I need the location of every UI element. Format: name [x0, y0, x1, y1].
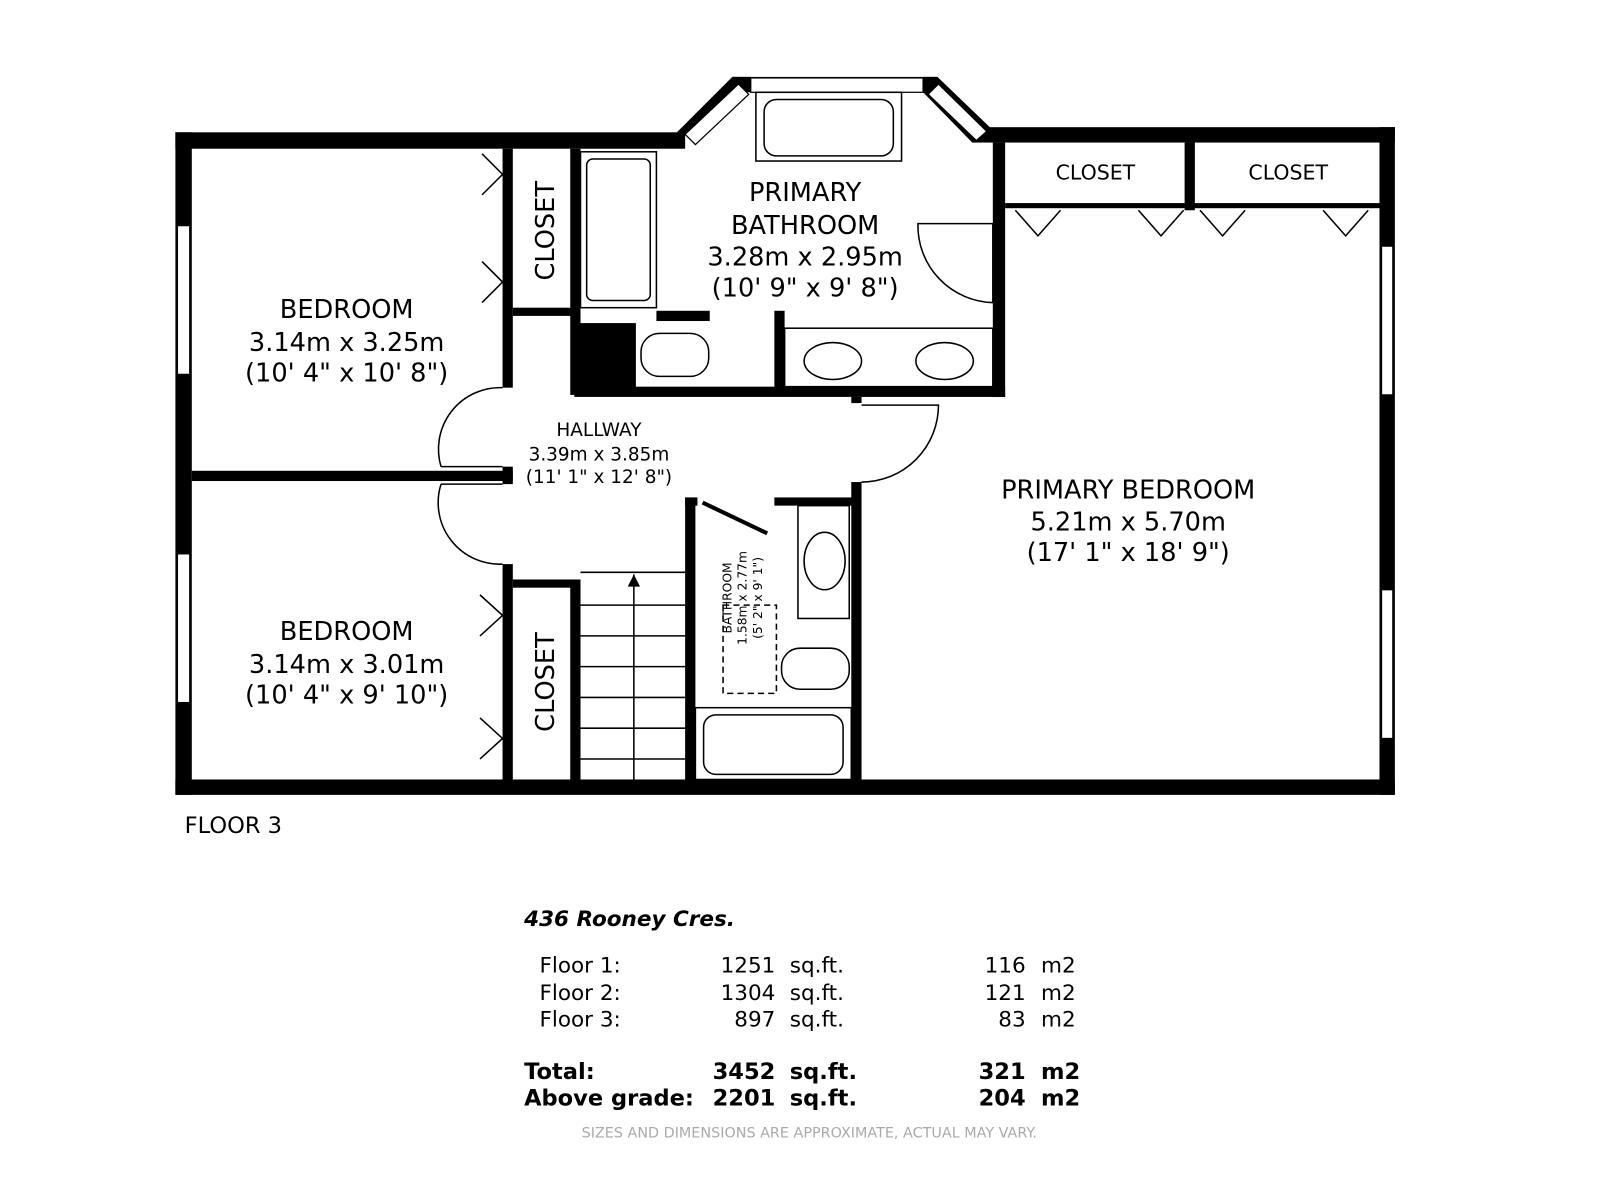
room-labels: BEDROOM 3.14m x 3.25m (10' 4" x 10' 8") … [185, 160, 1329, 838]
floor-row: Floor 1: 1251 sq.ft. 116 m2 [539, 953, 1075, 978]
above-grade-sqft: 2201 [713, 1086, 776, 1112]
above-grade-m2-unit: m2 [1041, 1086, 1080, 1112]
floor-row: Floor 3: 897 sq.ft. 83 m2 [539, 1008, 1075, 1033]
floor-row: Floor 2: 1304 sq.ft. 121 m2 [539, 981, 1075, 1006]
above-grade-sqft-unit: sq.ft. [790, 1086, 857, 1112]
row-label: Floor 3: [539, 1008, 620, 1033]
bathroom-name: BATHROOM [720, 562, 734, 633]
row-label: Floor 1: [539, 953, 620, 978]
primary-bedroom-name: PRIMARY BEDROOM [1001, 475, 1255, 505]
hallway-metric: 3.39m x 3.85m [529, 445, 670, 466]
primary-bedroom-metric: 5.21m x 5.70m [1030, 507, 1226, 537]
row-sqft: 897 [734, 1008, 775, 1033]
total-sqft-unit: sq.ft. [790, 1059, 857, 1085]
total-m2: 321 [979, 1059, 1026, 1085]
row-m2: 116 [985, 953, 1026, 978]
row-m2: 83 [998, 1008, 1025, 1033]
hallway-imperial: (11' 1" x 12' 8") [526, 467, 672, 488]
primary-bedroom-imperial: (17' 1" x 18' 9") [1027, 538, 1230, 568]
bedroom-1-name: BEDROOM [280, 295, 414, 325]
total-m2-unit: m2 [1041, 1059, 1080, 1085]
closet-left-upper-label: CLOSET [531, 181, 561, 281]
total-row: Total: 3452 sq.ft. 321 m2 [524, 1059, 1080, 1085]
floor-label: FLOOR 3 [185, 813, 282, 839]
above-grade-m2: 204 [979, 1086, 1026, 1112]
row-sqft-unit: sq.ft. [790, 1008, 844, 1033]
bedroom-2-metric: 3.14m x 3.01m [249, 650, 444, 680]
total-sqft: 3452 [713, 1059, 776, 1085]
row-sqft-unit: sq.ft. [790, 953, 844, 978]
row-m2-unit: m2 [1041, 981, 1076, 1006]
row-m2-unit: m2 [1041, 1008, 1076, 1033]
bedroom-1-metric: 3.14m x 3.25m [249, 328, 444, 358]
row-m2: 121 [985, 981, 1026, 1006]
row-sqft-unit: sq.ft. [790, 981, 844, 1006]
bedroom-1-imperial: (10' 4" x 10' 8") [245, 359, 448, 389]
row-sqft: 1251 [721, 953, 776, 978]
fixtures [437, 91, 1369, 781]
total-label: Total: [524, 1059, 595, 1085]
bedroom-2-name: BEDROOM [280, 617, 414, 647]
disclaimer: SIZES AND DIMENSIONS ARE APPROXIMATE, AC… [582, 1125, 1037, 1141]
closet-right-1-label: CLOSET [1056, 160, 1136, 184]
bathroom-metric: 1.58m x 2.77m [736, 551, 750, 645]
primary-bathroom-name-1: PRIMARY [749, 178, 862, 208]
above-grade-label: Above grade: [524, 1086, 694, 1112]
walls [175, 76, 1395, 795]
primary-bathroom-imperial: (10' 9" x 9' 8") [712, 273, 899, 303]
row-sqft: 1304 [721, 981, 776, 1006]
address: 436 Rooney Cres. [523, 907, 735, 932]
bedroom-2-imperial: (10' 4" x 9' 10") [245, 681, 448, 711]
area-summary: 436 Rooney Cres. Floor 1: 1251 sq.ft. 11… [523, 907, 1080, 1141]
row-label: Floor 2: [539, 981, 620, 1006]
closet-right-2-label: CLOSET [1248, 160, 1328, 184]
hallway-name: HALLWAY [556, 420, 642, 441]
bathroom-imperial: (5' 2" x 9' 1") [751, 557, 765, 639]
above-grade-row: Above grade: 2201 sq.ft. 204 m2 [524, 1086, 1080, 1112]
primary-bathroom-metric: 3.28m x 2.95m [707, 243, 903, 273]
closet-left-lower-label: CLOSET [531, 632, 561, 732]
primary-bathroom-name-2: BATHROOM [731, 211, 879, 241]
row-m2-unit: m2 [1041, 953, 1076, 978]
